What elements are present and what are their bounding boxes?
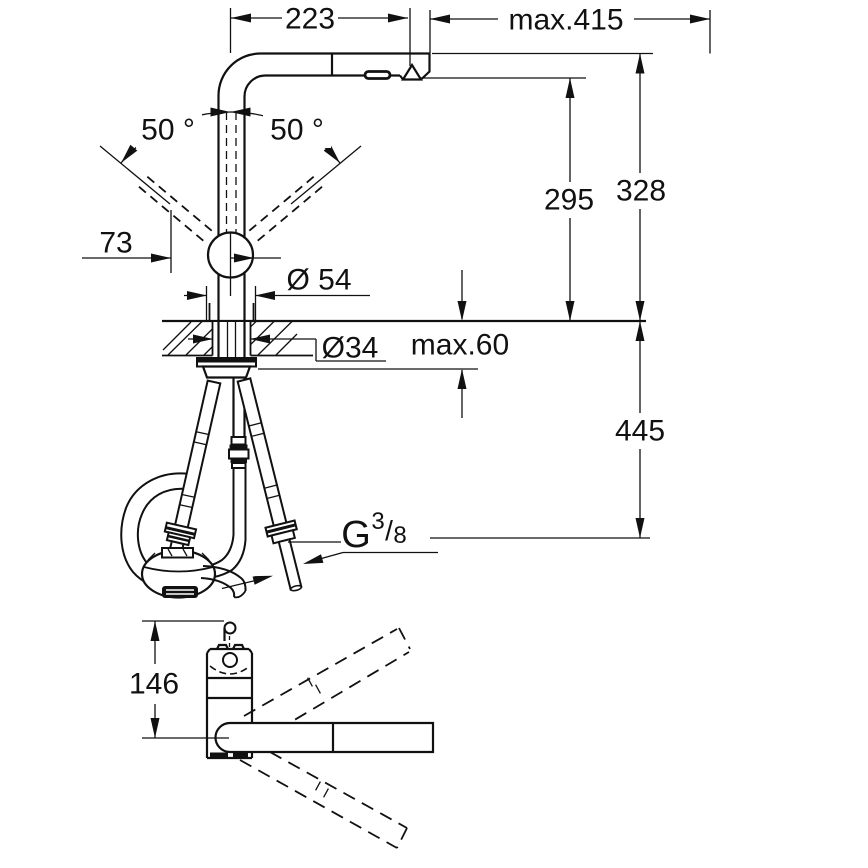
hose-coupling-right (264, 519, 303, 592)
hose-coupling-center (228, 436, 250, 469)
supply-hose-left (163, 379, 222, 559)
dimension-lever-offset-73: 73 (82, 210, 172, 273)
lever-position-left (137, 175, 213, 242)
dimension-base-diameter-54: Ø 54 (184, 264, 370, 300)
thread-numerator-label: 3 (371, 508, 384, 535)
spray-button-slot (363, 70, 392, 80)
spray-hose-end (200, 565, 247, 599)
max-deck-thickness-label: max.60 (411, 329, 509, 362)
dimension-hose-drop-445: 445 (430, 321, 665, 539)
faucet-body-outline (217, 52, 431, 321)
dimension-max-pullout-415: max.415 (429, 4, 711, 54)
dimension-max-deck-thickness-60: max.60 (258, 270, 509, 418)
callout-thread-g38: G 3 / 8 (221, 508, 438, 590)
dimension-swivel-angles: 50 ° 50 ° (136, 112, 331, 148)
body-height-label: 146 (129, 668, 179, 701)
thread-denominator-label: 8 (393, 522, 406, 549)
side-view: 146 (129, 620, 435, 849)
dimension-spout-reach-223: 223 (229, 3, 411, 66)
swivel-right-label: 50 ° (270, 114, 324, 147)
hole-diameter-label: Ø34 (322, 332, 379, 365)
spout-reach-label: 223 (285, 3, 335, 36)
hose-drop-label: 445 (615, 415, 665, 448)
deck-section (162, 319, 646, 358)
side-lever-knob (223, 621, 237, 650)
supply-hose-right (236, 377, 303, 592)
mounting-nut (196, 357, 257, 379)
side-spout-bar (214, 721, 435, 754)
swivel-range-lower (239, 751, 408, 849)
dimension-spout-top-height-328: 328 (432, 52, 666, 321)
lever-position-right (248, 175, 324, 242)
spout-top-height-label: 328 (616, 175, 666, 208)
swivel-left-label: 50 ° (141, 114, 195, 147)
lever-offset-label: 73 (99, 227, 132, 260)
lever-ball-joint (206, 231, 281, 296)
front-view: 223 max.415 50 ° 50 ° 73 (82, 3, 711, 599)
thread-letter-label: G (341, 514, 371, 556)
counterweight (140, 547, 217, 599)
aerator-height-label: 295 (544, 184, 594, 217)
thread-slash-label: / (385, 515, 393, 546)
dimension-aerator-height-295: 295 (421, 77, 594, 321)
side-body (205, 643, 254, 760)
dimension-hole-diameter-34: Ø34 (188, 332, 386, 365)
dimension-body-height-146: 146 (129, 620, 229, 739)
max-pullout-label: max.415 (508, 4, 623, 37)
base-diameter-label: Ø 54 (286, 264, 351, 297)
faucet-base (205, 286, 257, 321)
aerator-tip (401, 62, 423, 81)
